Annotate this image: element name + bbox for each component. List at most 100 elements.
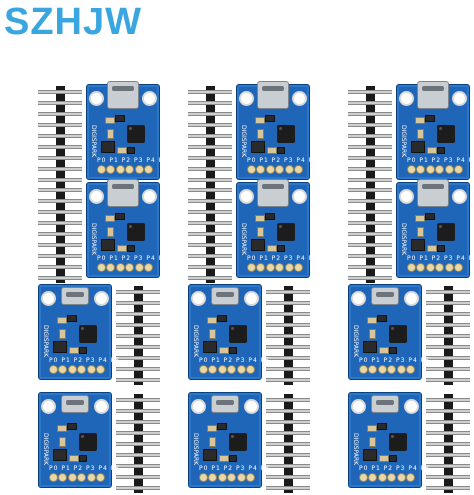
- pin-header: [38, 86, 82, 185]
- pin-pad: [377, 473, 387, 482]
- board-side-label: DIGISPARK: [90, 125, 97, 158]
- header-pin: [116, 420, 160, 424]
- mounting-hole: [452, 189, 467, 204]
- microcontroller-chip: [389, 325, 407, 343]
- usb-c-connector: [417, 179, 449, 207]
- pin-pad: [217, 365, 227, 374]
- pin-pad: [77, 473, 87, 482]
- smd-component: [417, 129, 424, 139]
- pin-pad: [265, 165, 275, 174]
- smd-component: [57, 425, 67, 432]
- header-pin: [38, 188, 82, 192]
- smd-component: [57, 317, 67, 324]
- board-side-label: DIGISPARK: [90, 223, 97, 256]
- header-pin: [116, 378, 160, 382]
- pin-pad: [208, 473, 218, 482]
- pin-pads: [359, 473, 415, 482]
- header-pin: [188, 112, 232, 116]
- pin-pad: [405, 473, 415, 482]
- board-side-label: DIGISPARK: [400, 223, 407, 256]
- pin-pad: [275, 165, 285, 174]
- header-pin: [426, 367, 470, 371]
- header-pin: [188, 265, 232, 269]
- smd-component: [59, 329, 66, 339]
- pin-pad: [275, 263, 285, 272]
- header-pin: [348, 112, 392, 116]
- pin-pad: [49, 473, 58, 482]
- smd-component: [369, 437, 376, 447]
- header-pin: [188, 156, 232, 160]
- usb-c-connector: [257, 81, 289, 109]
- header-pin: [38, 101, 82, 105]
- header-pin: [348, 243, 392, 247]
- pin-pad: [106, 165, 116, 174]
- pin-pads: [247, 165, 303, 174]
- header-pin: [116, 290, 160, 294]
- header-pin: [266, 345, 310, 349]
- pin-labels: P0 P1 P2 P3 P4 P5: [49, 465, 121, 472]
- mounting-hole: [244, 399, 259, 414]
- header-pin: [116, 442, 160, 446]
- mounting-hole: [452, 91, 467, 106]
- pin-pads: [97, 165, 153, 174]
- header-pin: [348, 156, 392, 160]
- smd-component: [115, 115, 125, 122]
- smd-component: [415, 215, 425, 222]
- header-pin: [38, 178, 82, 182]
- header-pin: [266, 475, 310, 479]
- regulator: [251, 239, 265, 251]
- header-pin: [38, 221, 82, 225]
- pin-pad: [208, 365, 218, 374]
- pin-pad: [377, 365, 387, 374]
- header-pin: [188, 199, 232, 203]
- pin-pad: [125, 165, 135, 174]
- mounting-hole: [41, 291, 56, 306]
- header-pin: [426, 301, 470, 305]
- header-pin: [188, 101, 232, 105]
- mounting-hole: [292, 91, 307, 106]
- header-pin: [348, 90, 392, 94]
- pin-pad: [284, 165, 294, 174]
- board-side-label: DIGISPARK: [240, 223, 247, 256]
- brand-logo: SZHJW: [4, 1, 142, 43]
- pin-pads: [247, 263, 303, 272]
- smd-component: [379, 455, 389, 462]
- pin-pad: [453, 165, 463, 174]
- pin-pad: [407, 165, 416, 174]
- pin-header: [188, 86, 232, 185]
- smd-component: [219, 347, 229, 354]
- header-pin: [348, 254, 392, 258]
- smd-component: [255, 117, 265, 124]
- mounting-hole: [239, 91, 254, 106]
- header-pin: [348, 221, 392, 225]
- usb-c-connector: [107, 81, 139, 109]
- smd-component: [117, 245, 127, 252]
- header-pin: [38, 243, 82, 247]
- regulator: [363, 449, 377, 461]
- pin-pad: [58, 365, 68, 374]
- smd-component: [217, 315, 227, 322]
- header-pin: [426, 334, 470, 338]
- header-pin: [266, 431, 310, 435]
- pin-pad: [199, 365, 208, 374]
- regulator: [101, 239, 115, 251]
- smd-component: [417, 227, 424, 237]
- header-pin: [38, 265, 82, 269]
- pin-pad: [49, 365, 58, 374]
- header-pin: [426, 312, 470, 316]
- header-pin: [188, 134, 232, 138]
- header-pin: [188, 178, 232, 182]
- pin-pad: [425, 165, 435, 174]
- pin-pad: [396, 473, 406, 482]
- pin-pad: [387, 473, 397, 482]
- pin-pad: [227, 365, 237, 374]
- smd-component: [117, 147, 127, 154]
- smd-component: [369, 329, 376, 339]
- microcontroller-chip: [277, 125, 295, 143]
- header-pin: [426, 486, 470, 490]
- smd-component: [377, 423, 387, 430]
- header-pin: [116, 431, 160, 435]
